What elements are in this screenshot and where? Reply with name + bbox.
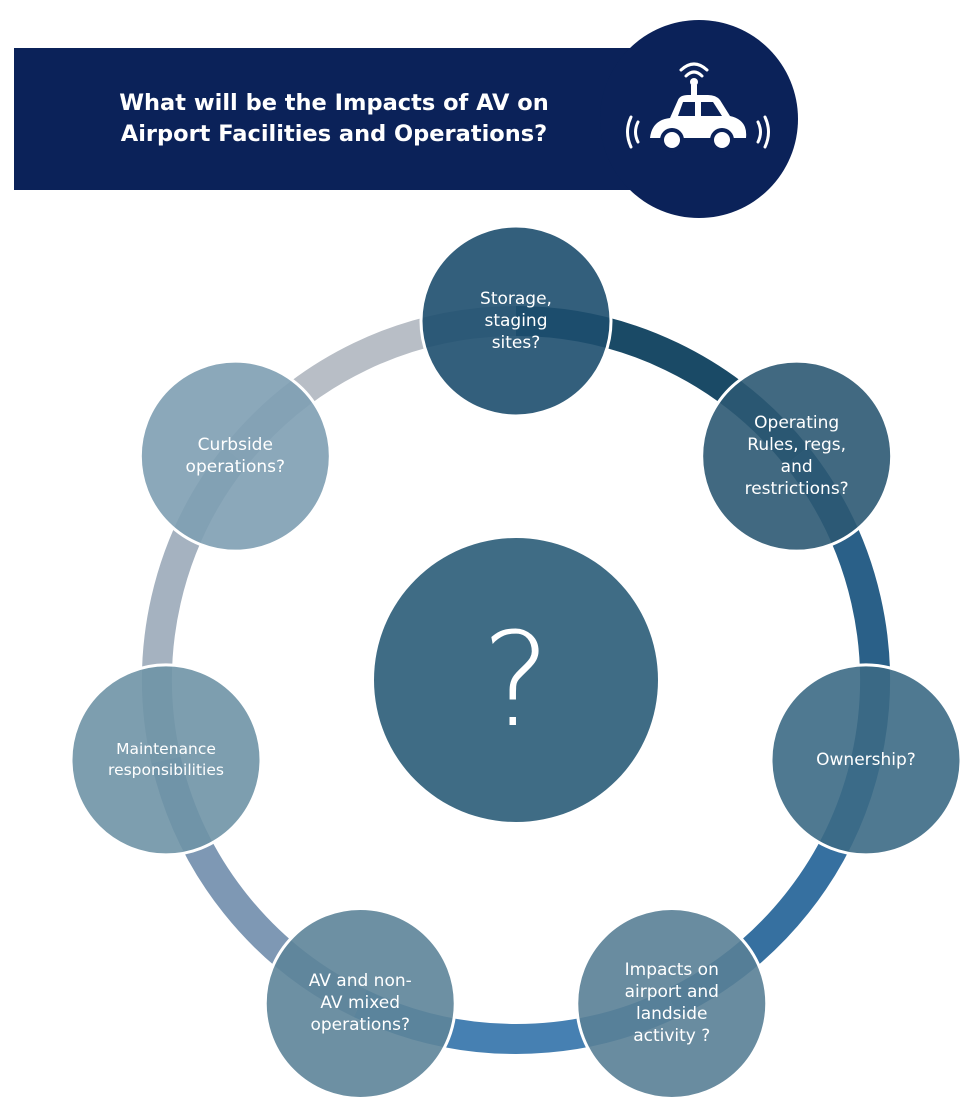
center-circle <box>374 538 658 822</box>
node-label-impacts: Impacts on airport and landside activity… <box>624 960 719 1047</box>
node-mixed-operations <box>263 906 457 1100</box>
autonomous-car-icon <box>626 62 770 152</box>
title-banner: What will be the Impacts of AV on Airpor… <box>14 48 654 190</box>
node-label-curbside: Curbside operations? <box>185 435 286 478</box>
node-maintenance <box>69 663 263 857</box>
page-title: What will be the Impacts of AV on Airpor… <box>119 90 549 147</box>
node-storage <box>419 224 613 418</box>
node-label-maintenance: Maintenance responsibilities <box>108 739 224 779</box>
node-label-operating-rules: Operating Rules, regs, and restrictions? <box>744 413 849 500</box>
node-label-ownership: Ownership? <box>816 749 916 770</box>
node-impacts <box>575 906 769 1100</box>
node-curbside <box>138 359 332 553</box>
badge-circle <box>600 20 798 218</box>
center-question-mark: ? <box>481 604 551 756</box>
node-operating-rules <box>700 359 894 553</box>
node-label-storage: Storage, staging sites? <box>480 289 552 353</box>
node-label-mixed-operations: AV and non- AV mixed operations? <box>308 971 412 1036</box>
